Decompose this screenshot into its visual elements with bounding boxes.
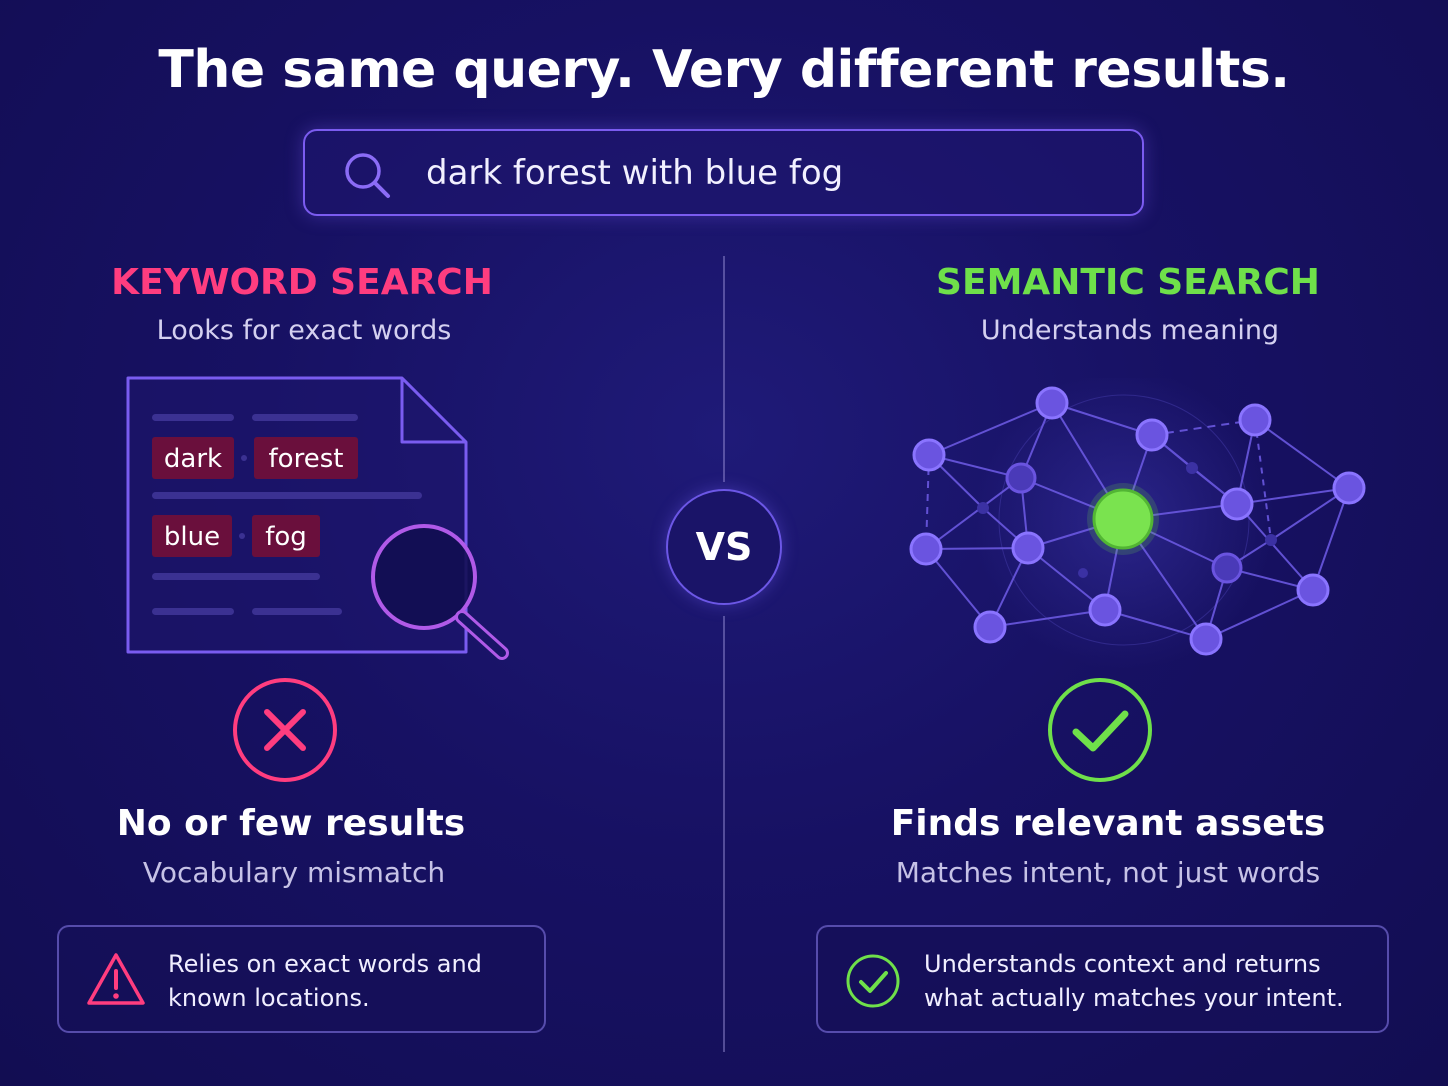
keyword-note-text: Relies on exact words and known location… xyxy=(168,947,482,1015)
keyword-tag: blue xyxy=(152,515,232,557)
search-icon xyxy=(345,153,390,198)
page-title: The same query. Very different results. xyxy=(158,40,1290,100)
semantic-result-subtitle: Matches intent, not just words xyxy=(895,856,1321,889)
keyword-note-box: Relies on exact words and known location… xyxy=(57,925,546,1033)
vs-badge: VS xyxy=(666,489,782,605)
keyword-tag: forest xyxy=(254,437,358,479)
note-line: known locations. xyxy=(168,984,370,1012)
note-line: what actually matches your intent. xyxy=(924,984,1344,1012)
keyword-result-subtitle: Vocabulary mismatch xyxy=(142,856,446,889)
divider xyxy=(723,616,725,1052)
magnifier-icon xyxy=(371,524,509,660)
search-query-text: dark forest with blue fog xyxy=(426,153,844,193)
check-circle-icon xyxy=(1048,678,1152,782)
search-bar[interactable]: dark forest with blue fog xyxy=(303,129,1144,216)
semantic-note-box: Understands context and returns what act… xyxy=(816,925,1389,1033)
divider xyxy=(723,256,725,482)
keyword-search-title: KEYWORD SEARCH xyxy=(111,262,493,303)
svg-text:forest: forest xyxy=(269,444,344,474)
x-circle-icon xyxy=(233,678,337,782)
semantic-result-title: Finds relevant assets xyxy=(890,803,1326,844)
semantic-network-illustration xyxy=(909,378,1366,668)
document-illustration: dark forest blue fog xyxy=(126,376,509,660)
warning-icon xyxy=(87,953,145,1005)
svg-text:blue: blue xyxy=(164,522,220,552)
note-line: Understands context and returns xyxy=(924,950,1321,978)
svg-text:fog: fog xyxy=(265,522,307,552)
semantic-search-subtitle: Understands meaning xyxy=(980,315,1280,346)
svg-text:dark: dark xyxy=(164,444,222,474)
keyword-result-title: No or few results xyxy=(116,803,466,844)
keyword-tag: dark xyxy=(152,437,234,479)
note-line: Relies on exact words and xyxy=(168,950,482,978)
keyword-search-subtitle: Looks for exact words xyxy=(156,315,452,346)
check-circle-icon xyxy=(846,954,900,1008)
semantic-search-title: SEMANTIC SEARCH xyxy=(936,262,1320,303)
keyword-tag: fog xyxy=(252,515,320,557)
semantic-note-text: Understands context and returns what act… xyxy=(924,947,1344,1015)
